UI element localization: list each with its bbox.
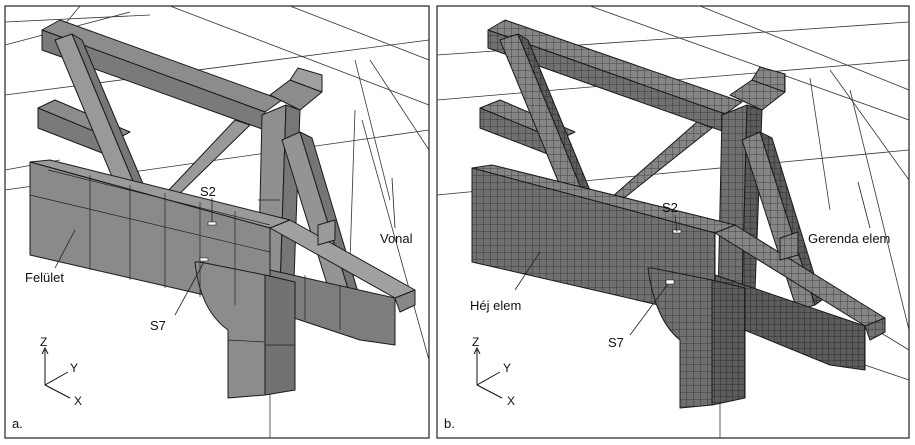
panel-a-axis-z: Z: [40, 335, 47, 349]
panel-a-label-s2: S2: [200, 184, 216, 199]
panel-a-axis-y: Y: [70, 361, 78, 375]
panel-b-axes-triad: [473, 346, 503, 399]
panel-b-label-s7: S7: [608, 335, 624, 350]
panel-b-label-hej-elem: Héj elem: [470, 298, 521, 313]
panel-b-label-gerenda-elem: Gerenda elem: [808, 231, 890, 246]
panel-a-wireframe: [4, 5, 430, 438]
panel-b-structure: [471, 19, 886, 409]
panel-a-letter: a.: [12, 416, 23, 431]
panel-a-label-vonal: Vonal: [380, 231, 413, 246]
panel-a: S2 S7 Felület Vonal Z Y X a.: [4, 5, 430, 439]
panel-a-label-felulet: Felület: [25, 270, 64, 285]
panel-a-label-s7: S7: [150, 318, 166, 333]
panel-a-axes-triad: [41, 346, 71, 399]
panel-b-axis-y: Y: [503, 361, 511, 375]
panel-b-axis-x: X: [507, 394, 515, 408]
panel-b-letter: b.: [444, 416, 455, 431]
panel-b-label-s2: S2: [662, 200, 678, 215]
panel-b: S2 S7 Héj elem Gerenda elem Z Y X b.: [436, 5, 910, 439]
panel-b-axis-z: Z: [472, 335, 479, 349]
panel-a-structure: [29, 19, 416, 399]
panel-b-wireframe: [436, 5, 910, 438]
panel-b-leaders: [514, 181, 871, 336]
panel-a-axis-x: X: [74, 394, 82, 408]
panel-a-leaders: [54, 177, 396, 316]
